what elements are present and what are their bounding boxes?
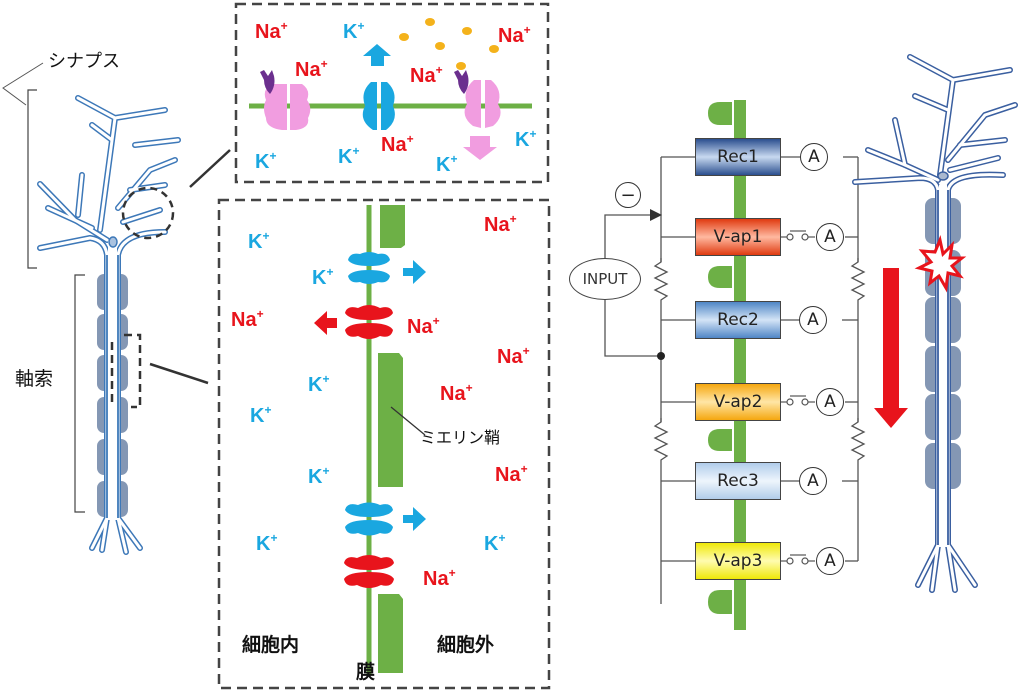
ion-k: K+ bbox=[250, 403, 272, 427]
component-v-ap1: V-ap1 bbox=[695, 218, 781, 256]
label-extracellular: 細胞外 bbox=[437, 634, 495, 656]
component-rec2: Rec2 bbox=[695, 301, 781, 339]
switches bbox=[781, 230, 815, 565]
ligand-molecules bbox=[399, 18, 499, 70]
ion-k: K+ bbox=[255, 149, 277, 173]
receptor-right bbox=[454, 70, 469, 94]
ammeter-icon: A bbox=[800, 143, 828, 171]
label-intracellular: 細胞内 bbox=[242, 634, 300, 656]
ion-na: Na+ bbox=[423, 566, 456, 590]
ion-na: Na+ bbox=[407, 314, 440, 338]
na-influx-arrow bbox=[314, 311, 337, 335]
na-channel-1 bbox=[345, 305, 393, 339]
ion-na: Na+ bbox=[440, 381, 473, 405]
ion-k: K+ bbox=[248, 229, 270, 253]
ion-na: Na+ bbox=[381, 132, 414, 156]
label-axon: 軸索 bbox=[15, 368, 54, 390]
ion-k: K+ bbox=[256, 531, 278, 555]
resistors bbox=[653, 258, 866, 464]
action-potential-burst-icon bbox=[914, 234, 967, 293]
ion-na: Na+ bbox=[495, 462, 528, 486]
axon-zoom-connector bbox=[149, 362, 209, 385]
ammeter-icon: A bbox=[816, 388, 844, 416]
circuit-myelin-nodes bbox=[708, 102, 732, 614]
ammeter-icon: A bbox=[799, 467, 827, 495]
label-myelin-sheath: ミエリン鞘 bbox=[420, 428, 501, 447]
component-v-ap2: V-ap2 bbox=[695, 383, 781, 421]
ion-na: Na+ bbox=[295, 57, 328, 81]
component-v-ap3: V-ap3 bbox=[695, 542, 781, 580]
ion-k: K+ bbox=[308, 372, 330, 396]
pump-left bbox=[264, 84, 311, 130]
right-nucleus bbox=[937, 171, 949, 181]
synapse-leader-line bbox=[2, 62, 44, 106]
ion-na: Na+ bbox=[498, 23, 531, 47]
ammeter-icon: A bbox=[816, 223, 844, 251]
ion-k: K+ bbox=[484, 531, 506, 555]
myelin-leader-line bbox=[390, 406, 426, 436]
na-in-arrow bbox=[463, 136, 497, 160]
pump-right bbox=[464, 80, 501, 128]
axon-zoom-panel bbox=[217, 198, 551, 690]
left-neuron bbox=[2, 62, 231, 555]
ion-na: Na+ bbox=[231, 307, 264, 331]
ion-na: Na+ bbox=[497, 344, 530, 368]
junction-dot bbox=[657, 352, 665, 360]
input-node: INPUT bbox=[569, 258, 641, 300]
right-neuron bbox=[852, 54, 1018, 593]
k-efflux-arrow-1 bbox=[403, 260, 426, 284]
component-rec3: Rec3 bbox=[695, 462, 781, 500]
myelin-blocks bbox=[378, 205, 405, 673]
ammeter-icon: A bbox=[816, 547, 844, 575]
nucleus bbox=[108, 236, 118, 248]
synapse-bracket bbox=[27, 89, 37, 269]
ion-k: K+ bbox=[338, 144, 360, 168]
k-channel-2 bbox=[345, 502, 393, 536]
label-membrane: 膜 bbox=[356, 661, 376, 683]
k-out-arrow bbox=[363, 44, 391, 66]
ion-k: K+ bbox=[312, 265, 334, 289]
ion-k: K+ bbox=[436, 152, 458, 176]
inhibit-symbol-icon: − bbox=[615, 182, 641, 208]
ion-na: Na+ bbox=[410, 63, 443, 87]
component-rec1: Rec1 bbox=[695, 138, 781, 176]
ion-k: K+ bbox=[343, 19, 365, 43]
na-channel-2 bbox=[344, 555, 394, 588]
ammeter-icon: A bbox=[799, 306, 827, 334]
synapse-zoom-connector bbox=[189, 149, 231, 188]
inhibit-arrowhead bbox=[650, 209, 662, 221]
ion-na: Na+ bbox=[484, 212, 517, 236]
synapse-zoom-panel bbox=[234, 2, 550, 184]
synapse-highlight-circle bbox=[121, 186, 175, 240]
propagation-arrow bbox=[874, 268, 908, 428]
ion-na: Na+ bbox=[255, 19, 288, 43]
k-channel-top bbox=[362, 82, 395, 130]
ion-k: K+ bbox=[515, 127, 537, 151]
label-synapse: シナプス bbox=[48, 51, 120, 72]
axon-highlight-box bbox=[124, 333, 142, 409]
axon-bracket bbox=[74, 274, 85, 513]
k-efflux-arrow-2 bbox=[403, 507, 426, 531]
k-channel-1 bbox=[348, 252, 390, 284]
receptor-left bbox=[260, 70, 275, 94]
ion-k: K+ bbox=[308, 464, 330, 488]
